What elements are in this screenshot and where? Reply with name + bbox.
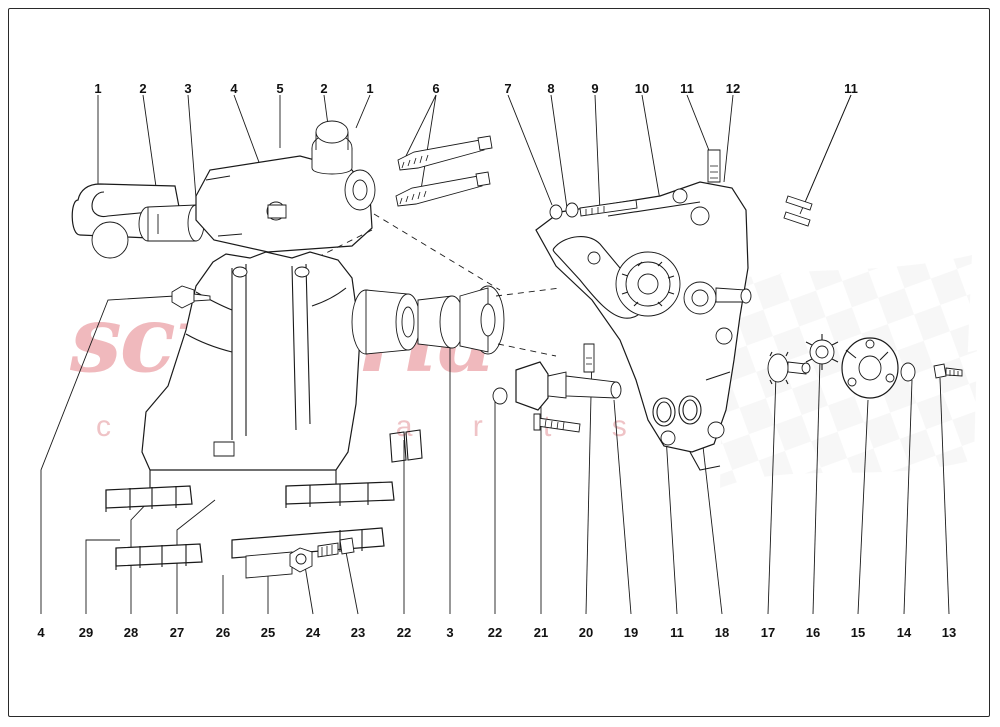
callout-label: 2 — [320, 81, 328, 96]
callout-label: 3 — [184, 81, 192, 96]
callout-label: 12 — [725, 81, 741, 96]
callout-label: 5 — [276, 81, 284, 96]
lower-left-support-bracket — [105, 251, 423, 579]
upper-left-bracket-assembly — [71, 120, 501, 291]
hex-bolt-left — [171, 285, 211, 309]
callout-label: 21 — [533, 625, 549, 640]
shaft-flange-assembly — [492, 361, 622, 433]
callout-label: 8 — [547, 81, 555, 96]
callout-label: 23 — [350, 625, 366, 640]
nut-and-bolts-bottom — [289, 537, 355, 573]
callout-label: 1 — [94, 81, 102, 96]
center-bushing-stack — [351, 285, 561, 357]
callout-label: 11 — [670, 625, 684, 640]
callout-label: 2 — [139, 81, 147, 96]
callout-label: 7 — [504, 81, 512, 96]
callout-label: 4 — [37, 625, 45, 640]
right-side-small-parts — [767, 334, 963, 399]
callout-label: 25 — [260, 625, 276, 640]
callout-label: 1 — [366, 81, 374, 96]
right-pump-housing — [535, 181, 752, 471]
callout-label: 14 — [896, 625, 912, 640]
callout-label: 19 — [623, 625, 639, 640]
o-ring-seals — [652, 395, 702, 427]
bolt-upper — [397, 135, 493, 171]
upper-right-fasteners — [549, 149, 813, 373]
callout-label: 26 — [215, 625, 231, 640]
callout-label: 27 — [169, 625, 185, 640]
callout-label: 6 — [432, 81, 440, 96]
callout-label: 22 — [487, 625, 503, 640]
callout-label: 10 — [634, 81, 650, 96]
callout-label: 16 — [805, 625, 821, 640]
long-bolts-group — [395, 135, 493, 207]
callout-label: 15 — [850, 625, 866, 640]
callout-label: 24 — [305, 625, 321, 640]
bolt-lower — [395, 171, 491, 207]
callout-label: 22 — [396, 625, 412, 640]
callout-label: 13 — [941, 625, 957, 640]
callout-label: 4 — [230, 81, 238, 96]
callout-label: 29 — [78, 625, 94, 640]
callout-label: 17 — [760, 625, 776, 640]
callout-label: 28 — [123, 625, 139, 640]
callout-label: 11 — [844, 81, 858, 96]
callout-label: 3 — [446, 625, 454, 640]
callout-label: 9 — [591, 81, 599, 96]
callout-label: 11 — [680, 81, 694, 96]
callout-label: 18 — [714, 625, 730, 640]
diagram-border — [8, 8, 990, 717]
callout-label: 20 — [578, 625, 594, 640]
